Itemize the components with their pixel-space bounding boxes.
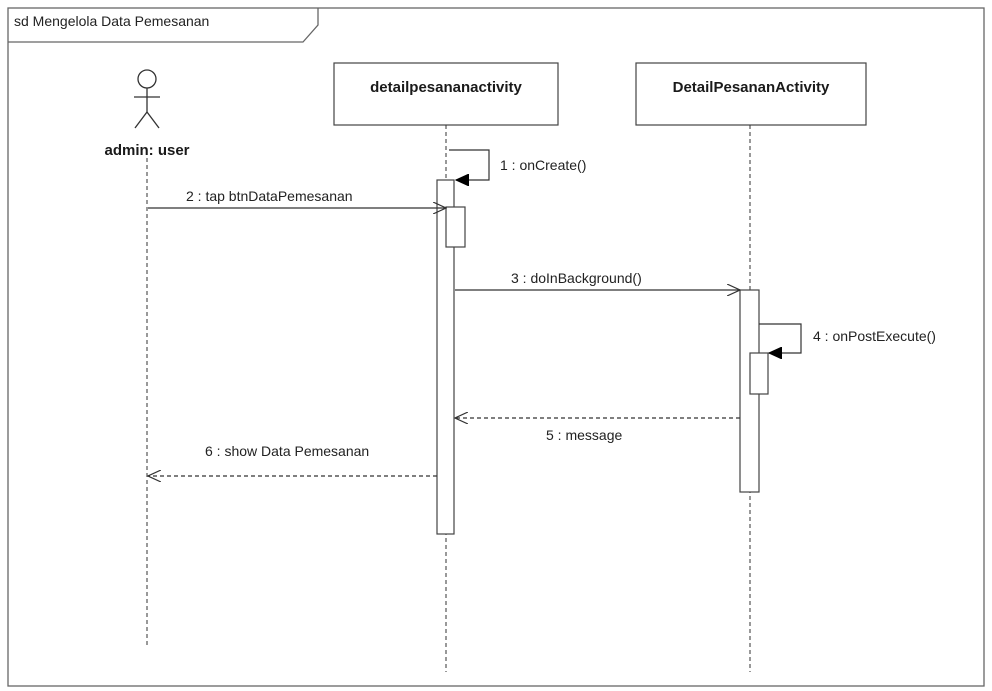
frame-title: sd Mengelola Data Pemesanan xyxy=(14,13,210,29)
frame-title-tab xyxy=(8,8,319,43)
message-6-label: 6 : show Data Pemesanan xyxy=(205,443,370,459)
message-5-label: 5 : message xyxy=(546,427,623,443)
message-2-label: 2 : tap btnDataPemesanan xyxy=(186,188,353,204)
message-1-arrow xyxy=(449,149,490,180)
lifeline-box-DetailPesananActivity xyxy=(635,62,867,126)
lifeline-box-detailpesananactivity xyxy=(333,62,559,126)
message-4-label: 4 : onPostExecute() xyxy=(813,328,936,344)
lifeline-label-detailpesananactivity: detailpesananactivity xyxy=(370,79,522,96)
lifeline-label-DetailPesananActivity: DetailPesananActivity xyxy=(672,79,830,96)
message-3-label: 3 : doInBackground() xyxy=(511,270,642,286)
message-4-arrow xyxy=(759,323,802,353)
actor-label: admin: user xyxy=(104,142,190,159)
activation-bar-1 xyxy=(436,179,455,535)
frame-border xyxy=(7,7,985,687)
message-1-label: 1 : onCreate() xyxy=(500,157,587,173)
actor-stick-figure xyxy=(134,69,160,129)
activation-bar-2-nested xyxy=(749,352,769,395)
activation-bar-1-nested xyxy=(445,206,466,248)
